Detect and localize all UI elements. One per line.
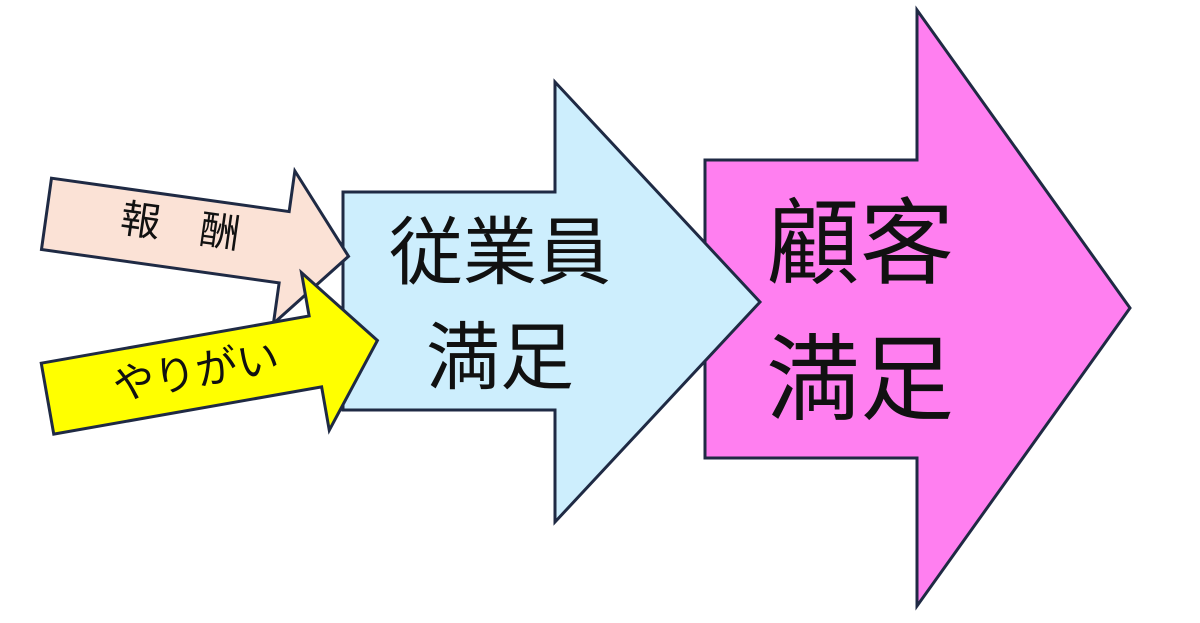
customer-satisfaction-label-line1: 顧客 bbox=[766, 190, 954, 299]
customer-satisfaction-label-line2: 満足 bbox=[766, 326, 954, 435]
motivation-arrow bbox=[39, 268, 380, 436]
employee-satisfaction-arrow bbox=[341, 78, 763, 526]
employee-satisfaction-label-line2: 満足 bbox=[426, 315, 574, 401]
employee-satisfaction-label-line1: 従業員 bbox=[389, 210, 611, 296]
customer-satisfaction-arrow bbox=[703, 5, 1132, 611]
